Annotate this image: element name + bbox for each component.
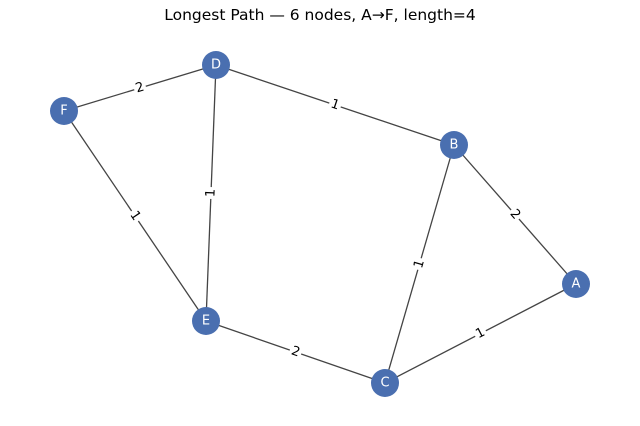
edge-weight-label-group: 2: [287, 342, 304, 362]
node-circle-d: [202, 51, 230, 79]
edge-weight-background: [471, 323, 490, 344]
edge-weights-layer: 2 1 1 1 2 1 2 1: [125, 78, 525, 362]
node-a: A: [562, 270, 590, 298]
edge-weight-background: [410, 256, 429, 272]
edge-weight-b-c: 1: [411, 258, 428, 270]
node-circle-f: [50, 97, 78, 125]
node-label-e: E: [202, 314, 210, 329]
node-circle-e: [192, 307, 220, 335]
edge-weight-background: [125, 206, 145, 226]
node-label-c: C: [380, 376, 389, 391]
node-d: D: [202, 51, 230, 79]
edge-weight-label-group: 1: [471, 323, 490, 344]
edge-weight-label-group: 2: [131, 78, 149, 98]
node-e: E: [192, 307, 220, 335]
node-circle-c: [371, 369, 399, 397]
node-label-a: A: [572, 277, 581, 292]
nodes-layer: A B C D E F: [50, 51, 590, 397]
edges-layer: [63, 64, 577, 384]
edge-weight-background: [287, 342, 304, 362]
edge-weight-label-group: 1: [125, 206, 145, 226]
node-label-b: B: [450, 138, 459, 153]
node-f: F: [50, 97, 78, 125]
edge-weight-label-group: 1: [326, 95, 344, 115]
edge-weight-d-e: 1: [203, 189, 218, 198]
node-c: C: [371, 369, 399, 397]
node-circle-a: [562, 270, 590, 298]
edge-weight-label-group: 2: [505, 204, 525, 225]
edge-weight-background: [131, 78, 149, 98]
edge-weight-label-group: 1: [410, 256, 429, 272]
edge-weight-background: [505, 204, 525, 225]
node-b: B: [440, 131, 468, 159]
edge-weight-label-group: 1: [202, 186, 220, 200]
node-circle-b: [440, 131, 468, 159]
edge-weight-background: [202, 186, 220, 200]
diagram-title: Longest Path — 6 nodes, A→F, length=4: [164, 6, 476, 24]
node-label-d: D: [211, 58, 221, 73]
node-label-f: F: [60, 104, 67, 119]
edge-weight-background: [326, 95, 344, 115]
